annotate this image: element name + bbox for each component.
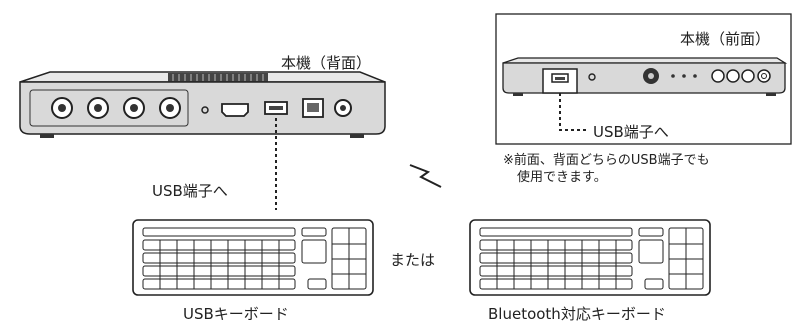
front-button-3 xyxy=(741,69,755,83)
antenna-port-4 xyxy=(159,97,181,119)
wireless-signal-icon xyxy=(409,164,442,188)
bluetooth-keyboard xyxy=(469,219,711,296)
antenna-port-1 xyxy=(51,97,73,119)
usb-note: ※前面、背面どちらのUSB端子でも 使用できます。 xyxy=(503,152,710,186)
front-button-1 xyxy=(711,69,725,83)
usb-port-icon xyxy=(264,101,288,115)
front-button-2 xyxy=(726,69,740,83)
card-slot xyxy=(643,68,659,84)
or-text: または xyxy=(390,251,436,269)
device-rear xyxy=(19,71,386,138)
rear-vent xyxy=(168,73,268,82)
rear-usb-callout: USB端子へ xyxy=(152,182,228,200)
front-usb-port xyxy=(542,68,578,94)
rear-device-title: 本機（背面） xyxy=(281,54,372,72)
usb-keyboard-label: USBキーボード xyxy=(183,305,289,323)
usb-note-line-2: 使用できます。 xyxy=(517,170,607,185)
device-front xyxy=(502,57,788,96)
reset-button xyxy=(201,106,209,114)
power-port xyxy=(334,99,352,117)
front-indicator xyxy=(588,73,596,81)
lan-port-icon xyxy=(302,98,324,118)
front-device-title: 本機（前面） xyxy=(680,30,771,48)
front-usb-connection-line xyxy=(559,93,588,131)
front-usb-callout: USB端子へ xyxy=(593,123,669,141)
bluetooth-keyboard-label: Bluetooth対応キーボード xyxy=(488,305,666,323)
front-power-button xyxy=(757,69,771,83)
antenna-port-2 xyxy=(87,97,109,119)
hdmi-port-icon xyxy=(221,103,249,117)
usb-note-line-1: ※前面、背面どちらのUSB端子でも xyxy=(503,153,710,168)
antenna-port-3 xyxy=(123,97,145,119)
usb-keyboard xyxy=(132,219,374,296)
